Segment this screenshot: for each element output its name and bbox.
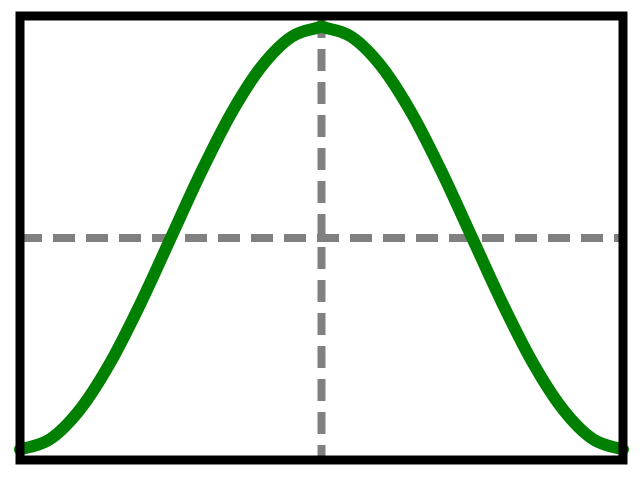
data-point-0-17	[527, 356, 539, 368]
data-point-0-1	[44, 433, 56, 445]
data-point-0-19	[587, 433, 599, 445]
series-layer	[14, 20, 629, 456]
data-point-0-12	[376, 61, 388, 73]
data-point-0-15	[466, 232, 478, 244]
data-point-0-6	[195, 167, 207, 179]
data-point-0-18	[557, 403, 569, 415]
data-point-0-13	[406, 108, 418, 120]
plot-frame	[15, 11, 628, 465]
data-point-0-11	[346, 31, 358, 43]
series-line-0	[14, 20, 629, 456]
reference-lines	[20, 16, 623, 460]
data-point-0-14	[436, 167, 448, 179]
data-point-0-2	[74, 403, 86, 415]
data-point-0-9	[285, 31, 297, 43]
data-point-0-7	[225, 108, 237, 120]
data-point-0-4	[135, 297, 147, 309]
data-point-0-5	[165, 232, 177, 244]
data-point-0-8	[255, 61, 267, 73]
data-point-0-3	[104, 356, 116, 368]
data-point-0-16	[496, 297, 508, 309]
data-point-0-10	[316, 21, 328, 33]
